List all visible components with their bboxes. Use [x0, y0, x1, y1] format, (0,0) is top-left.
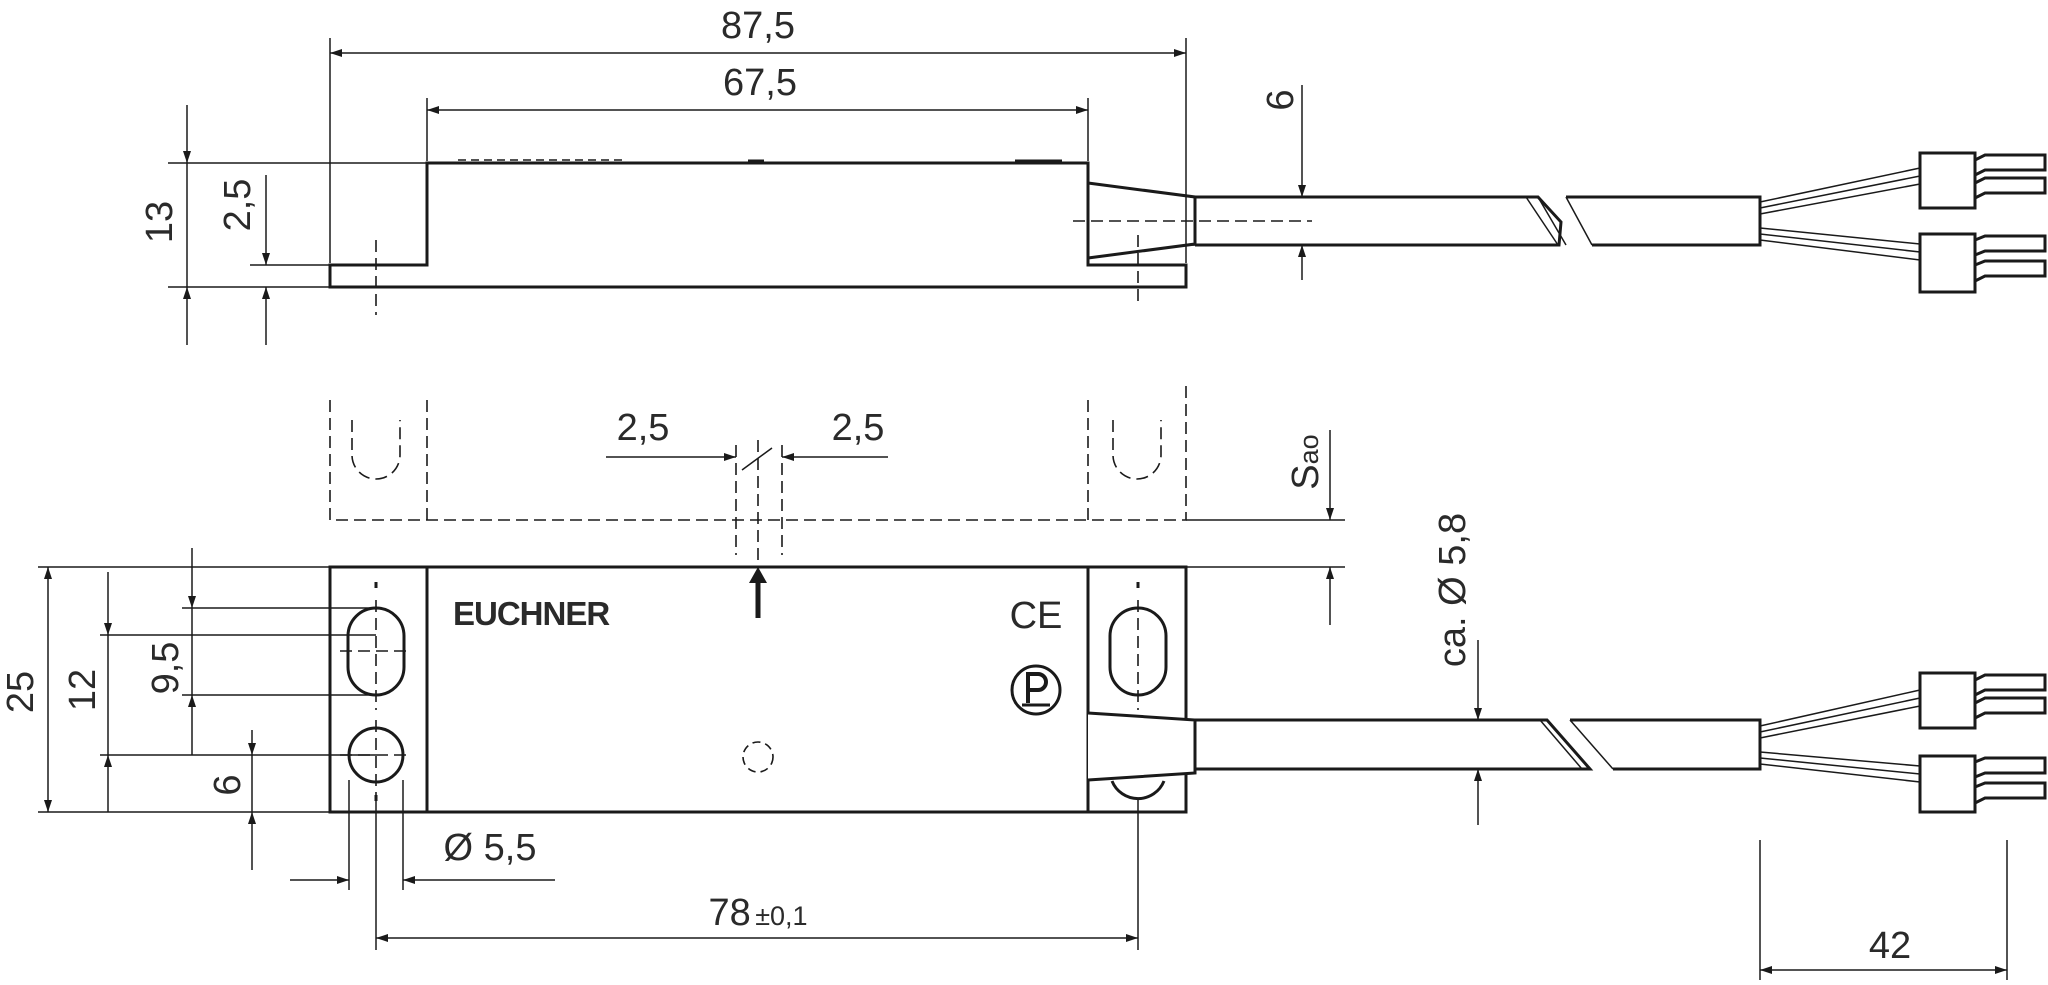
dim-hole-bottom-offset: 6: [207, 774, 249, 795]
front-view: EUCHNER CE: [0, 513, 2047, 980]
dim-slot-length: 9,5: [145, 642, 187, 695]
ce-mark: CE: [1010, 595, 1063, 637]
dim-width: 25: [0, 671, 42, 713]
side-view-wires: [1759, 151, 2047, 294]
dim-sensing-offset-left: 2,5: [617, 407, 670, 449]
side-view-cable: [1195, 195, 1563, 247]
brand-logo: EUCHNER: [453, 595, 610, 632]
dim-wire-length: 42: [1869, 925, 1911, 967]
dim-switch-distance: Sao: [1285, 434, 1327, 489]
dim-cable-diameter: ca. Ø 5,8: [1432, 513, 1474, 667]
arrow-up-icon: [749, 567, 767, 618]
dim-overall-length: 87,5: [721, 5, 795, 47]
dim-hole-height: 12: [62, 669, 104, 711]
dim-sensing-offset-right: 2,5: [832, 407, 885, 449]
dim-hole-spacing: 78 ±0,1: [708, 892, 807, 934]
actuator-phantom: 2,5 2,5 Sao: [329, 385, 1345, 625]
dim-body-length: 67,5: [723, 62, 797, 104]
side-view: 87,5 67,5 13 2,5 6: [139, 5, 2047, 345]
front-view-cable: [1195, 718, 1594, 771]
dim-hole-diameter: Ø 5,5: [444, 827, 537, 869]
dim-flange-thickness: 2,5: [217, 179, 259, 232]
p-approval-icon: [1010, 664, 1062, 716]
dim-cable-offset: 6: [1260, 89, 1302, 110]
dim-total-height: 13: [139, 201, 181, 243]
side-view-body: [328, 161, 1188, 289]
front-view-wires: [1759, 671, 2047, 814]
